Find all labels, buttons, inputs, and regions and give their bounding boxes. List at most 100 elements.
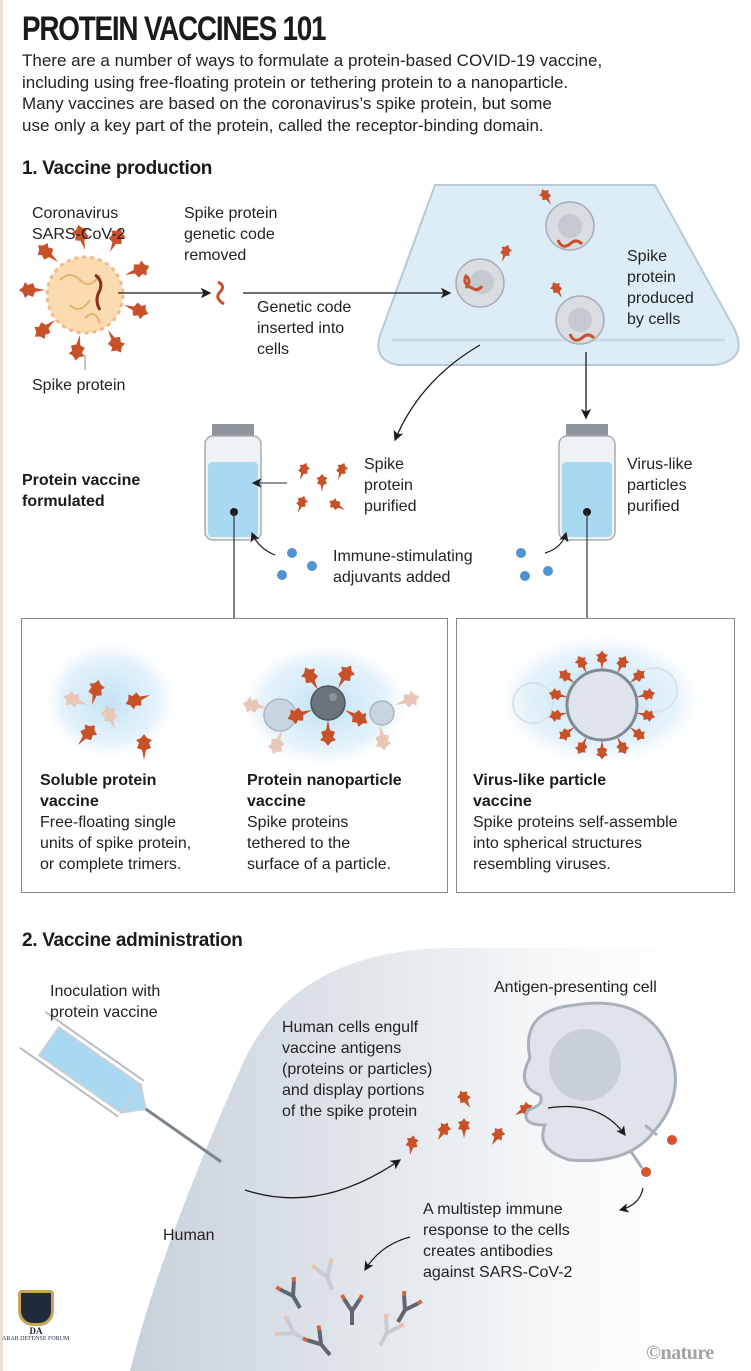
label-line: A multistep immune	[423, 1201, 563, 1218]
vaccine-type-desc: Spike proteins self-assemble	[473, 814, 678, 831]
label-line: Virus-like	[627, 456, 693, 473]
spike-purified-label: Spike protein purified	[364, 454, 416, 517]
antigen-presenting-cell	[522, 1001, 677, 1177]
arrow-adjuvant-left	[250, 531, 276, 556]
label-line: SARS-CoV-2	[32, 226, 126, 243]
vaccine-type-soluble: Soluble protein vaccine Free-floating si…	[40, 770, 240, 875]
intro-line: There are a number of ways to formulate …	[22, 51, 603, 70]
soluble-protein-illustration	[40, 638, 180, 762]
label-line: produced	[627, 290, 694, 307]
label-line: against SARS-CoV-2	[423, 1264, 573, 1281]
section2-heading: 2. Vaccine administration	[22, 930, 243, 951]
human-label: Human	[163, 1227, 215, 1244]
nanoparticle-illustration	[235, 640, 423, 770]
genetic-code-removed-label: Spike protein genetic code removed	[184, 203, 277, 266]
gene-icon	[216, 280, 225, 306]
flask-illustration	[377, 184, 740, 366]
shield-icon	[18, 1290, 54, 1326]
vaccine-type-desc: into spherical structures	[473, 835, 642, 852]
label-line: particles	[627, 477, 687, 494]
label-line: Spike	[364, 456, 405, 473]
immune-response-label: A multistep immune response to the cells…	[423, 1199, 572, 1283]
label-line: genetic code	[184, 226, 275, 243]
vial-protein	[204, 424, 262, 541]
label-line: Inoculation with	[50, 983, 161, 1000]
label-line: by cells	[627, 311, 681, 328]
label-line: purified	[627, 498, 680, 515]
label-line: adjuvants added	[333, 569, 451, 586]
genetic-code-inserted-label: Genetic code inserted into cells	[257, 297, 351, 360]
label-line: Genetic code	[257, 299, 352, 316]
arrow-to-antibodies	[364, 1236, 411, 1272]
vaccine-type-desc: tethered to the	[247, 835, 351, 852]
spike-protein-label: Spike protein	[32, 377, 126, 394]
vaccine-type-vlp: Virus-like particle vaccine Spike protei…	[473, 770, 728, 875]
label-line: formulated	[22, 493, 105, 510]
vaccine-type-title: Virus-like particle	[473, 772, 607, 789]
arrow-to-cells	[244, 1159, 402, 1199]
syringe-icon	[19, 1011, 222, 1164]
vaccine-type-desc: surface of a particle.	[247, 856, 392, 873]
label-line: response to the cells	[423, 1222, 570, 1239]
label-line: Protein vaccine	[22, 472, 141, 489]
label-line: Spike	[627, 248, 668, 265]
intro-line: including using free-floating protein or…	[22, 72, 569, 92]
inoculation-label: Inoculation with protein vaccine	[50, 981, 160, 1023]
coronavirus-label: Coronavirus SARS-CoV-2	[32, 203, 125, 245]
vlp-illustration	[490, 630, 710, 770]
intro-line: Many vaccines are based on the coronavir…	[22, 94, 552, 113]
page-title: PROTEIN VACCINES 101	[22, 10, 327, 48]
nature-credit: ©nature	[646, 1342, 714, 1364]
arrow-to-response	[618, 1187, 644, 1213]
vaccine-type-title: vaccine	[247, 793, 306, 810]
arrow-adjuvant-right	[544, 531, 569, 554]
vaccine-type-title: Soluble protein	[40, 772, 157, 789]
label-line: Human cells engulf	[282, 1019, 419, 1036]
left-edge-border	[0, 0, 3, 1371]
adjuvant-beads	[277, 548, 553, 581]
label-line: protein vaccine	[50, 1004, 158, 1021]
vaccine-type-desc: Spike proteins	[247, 814, 349, 831]
watermark-logo: DA ARAB DEFENSE FORUM	[2, 1290, 69, 1365]
label-line: and display portions	[282, 1082, 425, 1099]
vaccine-type-nanoparticle: Protein nanoparticle vaccine Spike prote…	[247, 770, 442, 875]
vaccine-type-desc: Free-floating single	[40, 814, 177, 831]
engulf-label: Human cells engulf vaccine antigens (pro…	[282, 1017, 432, 1122]
label-line: protein	[364, 477, 413, 494]
vaccine-type-desc: resembling viruses.	[473, 856, 611, 873]
vaccine-type-desc: or complete trimers.	[40, 856, 182, 873]
section1-heading: 1. Vaccine production	[22, 158, 213, 179]
label-line: Coronavirus	[32, 205, 119, 222]
vaccine-type-title: vaccine	[40, 793, 99, 810]
intro-line: use only a key part of the protein, call…	[22, 115, 544, 135]
coronavirus-icon	[19, 222, 153, 362]
label-line: Immune-stimulating	[333, 548, 473, 565]
vaccine-type-desc: units of spike protein,	[40, 835, 192, 852]
spike-produced-label: Spike protein produced by cells	[627, 246, 694, 330]
label-line: of the spike protein	[282, 1103, 418, 1120]
vaccine-type-title: vaccine	[473, 793, 532, 810]
human-skin-shape	[130, 948, 751, 1371]
vlp-purified-label: Virus-like particles purified	[627, 454, 693, 517]
protein-vaccine-formulated-label: Protein vaccine formulated	[22, 470, 140, 512]
watermark-name: ARAB DEFENSE FORUM	[2, 1336, 70, 1342]
intro-paragraph: There are a number of ways to formulate …	[22, 50, 742, 136]
label-line: protein	[627, 269, 676, 286]
label-line: purified	[364, 498, 417, 515]
label-line: creates antibodies	[423, 1243, 553, 1260]
vial-vlp	[558, 424, 616, 541]
watermark-initials: DA	[29, 1326, 43, 1336]
label-line: (proteins or particles)	[282, 1061, 433, 1078]
label-line: cells	[257, 341, 290, 358]
vaccine-type-title: Protein nanoparticle	[247, 772, 402, 789]
label-line: Spike protein	[184, 205, 278, 222]
adjuvants-label: Immune-stimulating adjuvants added	[333, 546, 473, 588]
arrow-to-spike	[393, 344, 481, 442]
cells-in-flask	[455, 186, 605, 345]
label-line: inserted into	[257, 320, 345, 337]
label-line: removed	[184, 247, 247, 264]
label-line: vaccine antigens	[282, 1040, 402, 1057]
